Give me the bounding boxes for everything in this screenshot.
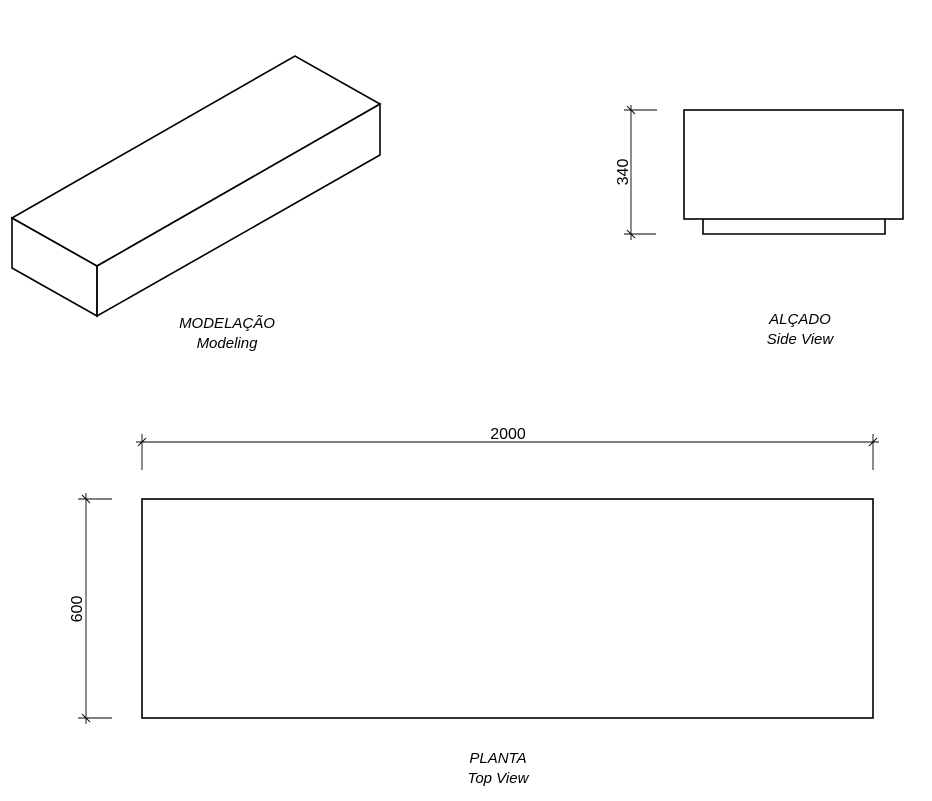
model-top-face — [10, 55, 382, 267]
top-view-length-dimension — [136, 434, 879, 470]
side-view-height-dimension — [624, 105, 657, 240]
model-front-face — [96, 102, 381, 318]
top-view-width-value: 600 — [69, 596, 86, 623]
side-view-base — [702, 219, 886, 235]
top-view-outline — [141, 498, 874, 719]
top-view-length-value: 2000 — [490, 426, 526, 443]
side-view-drawing — [683, 109, 904, 235]
side-view-title: ALÇADO — [768, 311, 831, 328]
top-view-subtitle: Top View — [468, 770, 530, 787]
modeling-title: MODELAÇÃO — [179, 315, 275, 332]
side-view-height-value: 340 — [615, 159, 632, 186]
side-view-subtitle: Side View — [767, 331, 835, 348]
side-view-body — [683, 109, 904, 220]
model-end-face — [11, 216, 98, 318]
modeling-subtitle: Modeling — [197, 335, 259, 352]
top-view-width-dimension — [78, 493, 112, 724]
isometric-model — [10, 55, 382, 318]
top-view-title: PLANTA — [469, 750, 526, 767]
